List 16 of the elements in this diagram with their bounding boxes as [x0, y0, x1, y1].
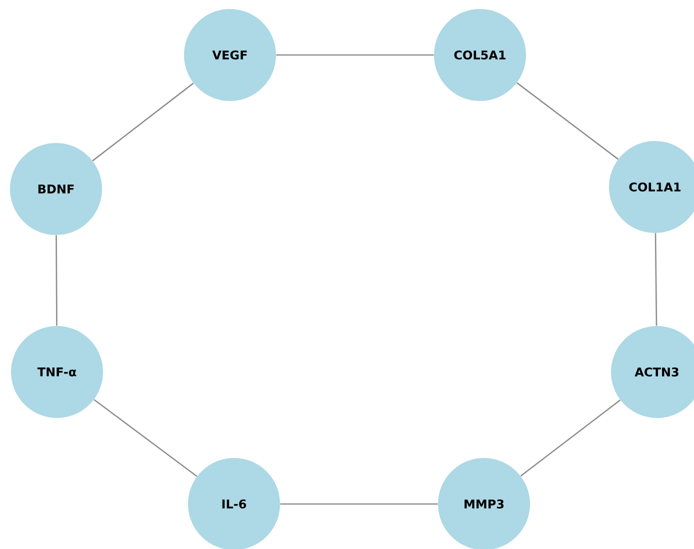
connector-line — [56, 235, 58, 326]
connector-line — [94, 399, 198, 477]
gene-node: TNF-α — [11, 326, 103, 418]
connector-line — [92, 82, 194, 162]
gene-node: BDNF — [10, 143, 102, 235]
connector-line — [280, 503, 438, 505]
gene-node: COL1A1 — [609, 141, 694, 233]
gene-node: VEGF — [184, 9, 276, 101]
connector-line — [276, 54, 434, 56]
gene-node: MMP3 — [438, 458, 530, 549]
connector-line — [520, 400, 621, 476]
connector-line — [654, 233, 658, 326]
gene-node: COL5A1 — [434, 9, 526, 101]
connector-line — [516, 82, 618, 160]
gene-node: IL-6 — [188, 458, 280, 549]
gene-node: ACTN3 — [611, 326, 694, 418]
